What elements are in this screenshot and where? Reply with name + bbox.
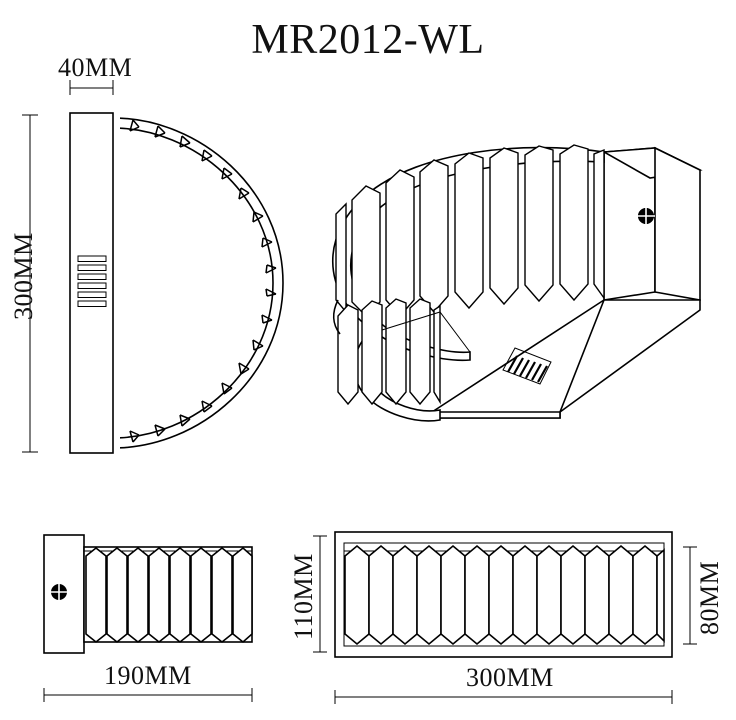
dimension-label-height-80mm: 80MM: [695, 560, 724, 635]
dimension-height-80mm: [683, 546, 697, 645]
perspective-crystal-bars: [335, 144, 605, 318]
dimension-height-300mm: [22, 114, 38, 453]
dimension-depth-190mm: [43, 688, 253, 702]
perspective-bottom-panel: [431, 299, 701, 419]
dimension-width-300mm: [334, 690, 673, 704]
front-view-crystal-bars: [344, 544, 665, 646]
side-view-crystal-arc: [120, 117, 284, 449]
top-view-screw: [50, 583, 68, 601]
perspective-vent-slots: [502, 347, 552, 385]
top-view-crystal-bars: [85, 546, 253, 644]
page-title: MR2012-WL: [251, 17, 485, 63]
dimension-height-110mm: [313, 535, 327, 653]
dimension-label-height-110mm: 110MM: [289, 553, 318, 640]
dimension-label-depth-40mm: 40MM: [58, 53, 133, 82]
dimension-label-width-300mm: 300MM: [466, 663, 554, 692]
perspective-view: [331, 144, 703, 422]
side-view-vent-slots: [77, 255, 107, 307]
dimension-label-height-300mm: 300MM: [9, 232, 38, 320]
perspective-lower-crystal-bars: [337, 298, 441, 406]
top-view: [43, 534, 253, 654]
perspective-screw: [637, 207, 655, 225]
dimension-depth-40mm: [69, 80, 114, 95]
dimension-label-depth-190mm: 190MM: [104, 661, 192, 690]
front-view: [334, 531, 673, 658]
